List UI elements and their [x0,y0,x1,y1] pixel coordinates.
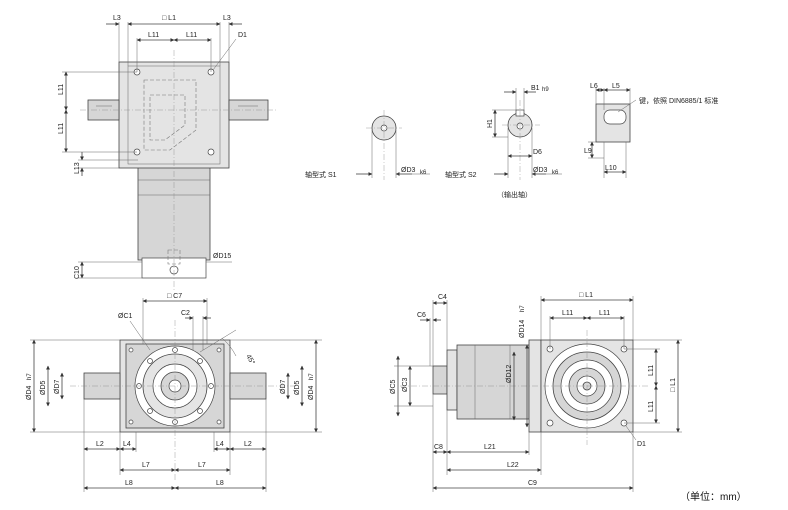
tolerance-label: h7 [309,373,315,380]
dim-label: ØC5 [390,380,397,395]
dim-label: C10 [74,266,81,279]
dim-label: L11 [599,310,610,317]
key-slot [603,109,627,125]
dim-label: C6 [417,312,426,319]
key-standard-note: 键，依照 DIN6885/1 标准 [639,96,718,105]
tolerance-label: k6 [552,170,559,176]
shaft-s2-title: 轴型式 S2 [445,170,477,179]
dim-label: L8 [125,480,133,487]
dim-label: ØD7 [280,380,287,395]
side-view: C4 C6 □ L1 L11 L11 ØD14 h7 ØD12 ØC5 ØC3 [390,292,682,492]
dim-label: □ L1 [670,378,677,392]
bolt-hole [207,148,215,156]
dim-label: L11 [648,401,655,412]
side-shaft [432,365,448,395]
dim-label: C4 [438,294,447,301]
dim-label: L3 [113,15,121,22]
dim-label: C2 [181,310,190,317]
unit-note: （单位：mm） [680,490,747,503]
tolerance-label: k6 [420,170,427,176]
shaft-type-s1: 轴型式 S1 ØD3 k6 [305,110,430,180]
dim-label: D1 [238,32,247,39]
shaft-s1-title: 轴型式 S1 [305,170,337,179]
dim-label: ØD4 [26,386,33,401]
motor-adapter [456,344,530,420]
dim-label: D6 [533,149,542,156]
key-detail: L6 L5 键，依照 DIN6885/1 标准 L9 L10 [584,83,718,178]
dim-label: L11 [148,32,159,39]
dim-label: ØD5 [40,381,47,396]
front-view: □ C7 ØC1 C2 45° ØD4 h7 ØD5 ØD7 ØD7 ØD5 Ø… [26,293,322,492]
dim-label: L13 [74,162,81,174]
dim-label: L6 [590,83,598,90]
dim-label: L7 [142,462,150,469]
dim-label: ØD4 [308,386,315,401]
dim-label: L11 [648,365,655,376]
dim-label: B1 [531,85,540,92]
shaft-type-s2: B1 h9 H1 D6 轴型式 S2 ØD3 k6 （输出轴） [445,85,562,199]
dim-label: C9 [528,480,537,487]
dim-label: ØD5 [294,381,301,396]
dim-label: L8 [216,480,224,487]
tolerance-label: h9 [542,87,549,93]
tolerance-label: h7 [27,373,33,380]
dim-label: L11 [58,84,65,95]
dim-label: L11 [186,32,197,39]
top-view: L3 □ L1 L3 L11 L11 D1 L11 L11 L13 C10 ØD… [58,15,276,290]
dim-label: ØC3 [402,378,409,393]
dim-label: L22 [507,462,519,469]
dim-label: L11 [562,310,573,317]
dim-label: ØD14 [519,320,526,338]
dim-label: ØD12 [506,365,513,383]
dim-label: ØC1 [118,313,133,320]
dim-label: L11 [58,123,65,134]
dim-label: D1 [637,441,646,448]
angle-label: 45° [244,353,256,366]
shaft-s2-subtitle: （输出轴） [497,190,532,199]
dim-label: □ L1 [162,15,176,22]
dim-label: □ L1 [579,292,593,299]
dim-label: C8 [434,444,443,451]
dim-label: L5 [612,83,620,90]
dim-label: ØD7 [54,380,61,395]
dim-label: ØD3 [533,167,548,174]
dim-label: L2 [96,441,104,448]
dim-label: L9 [584,148,592,155]
tolerance-label: h7 [520,305,526,312]
dim-label: ØD3 [401,167,416,174]
dim-label: L4 [123,441,131,448]
dim-label: L3 [223,15,231,22]
bolt-hole [546,419,554,427]
side-flange [446,349,458,411]
dim-label: ØD15 [213,253,231,260]
dim-label: □ C7 [167,293,182,300]
dim-label: L2 [244,441,252,448]
dim-label: H1 [487,119,494,128]
dim-label: L4 [216,441,224,448]
dim-label: L21 [484,444,496,451]
dim-label: L10 [605,165,617,172]
dim-label: L7 [198,462,206,469]
